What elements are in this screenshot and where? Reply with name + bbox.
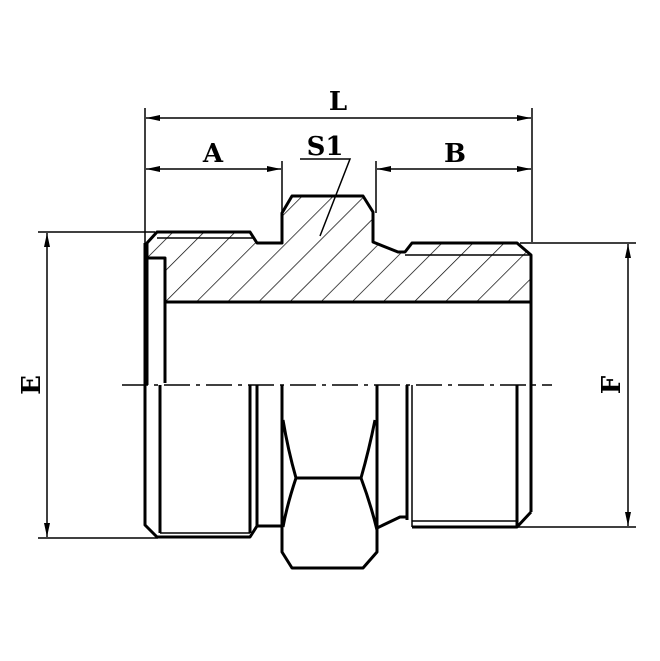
- label-f: F: [597, 375, 627, 394]
- dimension-l: L: [144, 87, 533, 245]
- label-a: A: [202, 139, 224, 169]
- label-l: L: [329, 87, 347, 117]
- label-s1: S1: [307, 132, 344, 162]
- label-b: B: [444, 139, 466, 169]
- dimension-b: B: [375, 139, 531, 213]
- dimension-a: A: [146, 139, 283, 213]
- hatched-section: [145, 194, 533, 304]
- section-view: [143, 194, 533, 539]
- label-e: E: [17, 375, 47, 395]
- right-neck-line: [376, 515, 407, 530]
- right-thread-bottom: [412, 510, 533, 529]
- external-view: [158, 385, 533, 570]
- left-thread-outline: [143, 243, 259, 539]
- dimension-f: F: [518, 242, 636, 528]
- hex-face-upper: [281, 419, 377, 480]
- hex-face-lower: [281, 477, 379, 531]
- dimension-e: E: [17, 231, 158, 539]
